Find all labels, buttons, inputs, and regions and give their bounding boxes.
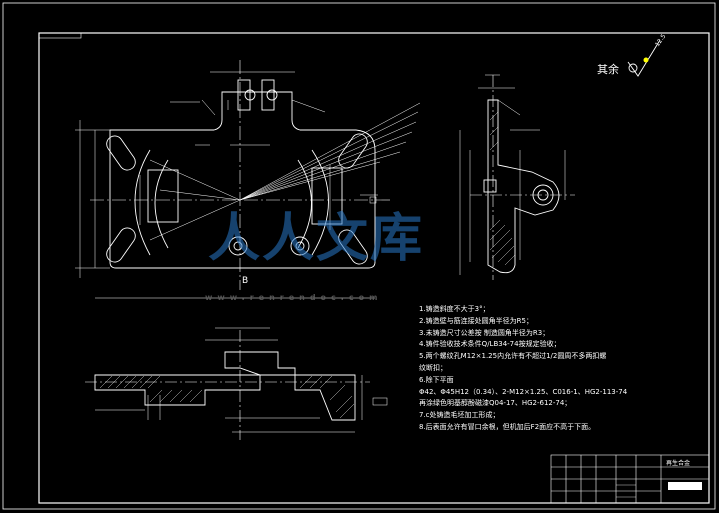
inner-frame bbox=[38, 32, 710, 504]
side-view bbox=[459, 74, 575, 280]
section-letter: B bbox=[242, 276, 249, 286]
requirement-line: 3.未铸造尺寸公差按 制造圆角半径为R3； bbox=[419, 328, 550, 337]
front-view bbox=[75, 60, 421, 299]
requirement-line: 8.后表面允许有冒口余根，但机加后F2面应不高于下面。 bbox=[419, 423, 596, 431]
watermark-url: www.renrendoc.com bbox=[205, 293, 383, 302]
section-view bbox=[85, 327, 388, 440]
requirement-line: 5.两个螺纹孔M12×1.25内允许有不超过1/2圆周不多两扣螺 bbox=[419, 352, 607, 361]
requirement-line: 6.除下平面 bbox=[419, 375, 454, 384]
requirement-line: 1.铸造斜度不大于3°； bbox=[419, 305, 490, 313]
title-block bbox=[550, 454, 710, 504]
requirement-line: 2.铸造壁与筋连接处圆角半径为R5； bbox=[419, 316, 533, 325]
requirement-line: 4.铸件验收技术条件Q/LB34-74按规定验收； bbox=[419, 340, 561, 349]
drawing-number-box bbox=[38, 32, 82, 39]
roughness-symbol bbox=[627, 39, 661, 77]
watermark-text: 人人文库 bbox=[208, 209, 425, 269]
title-block-material: 再生合金 bbox=[666, 460, 691, 467]
requirement-line: Φ42、Φ45H12（0.34）、2-M12×1.25、C016-1、HG2-1… bbox=[419, 387, 628, 396]
requirement-line: 7.c处铸造毛坯加工形成； bbox=[419, 411, 500, 420]
roughness-label: 其余 bbox=[597, 63, 619, 76]
requirement-line: 再涂绿色明基醇酚磁漆Q04-17、HG2-612-74； bbox=[419, 399, 572, 408]
requirement-line: 纹断扣； bbox=[419, 364, 447, 372]
